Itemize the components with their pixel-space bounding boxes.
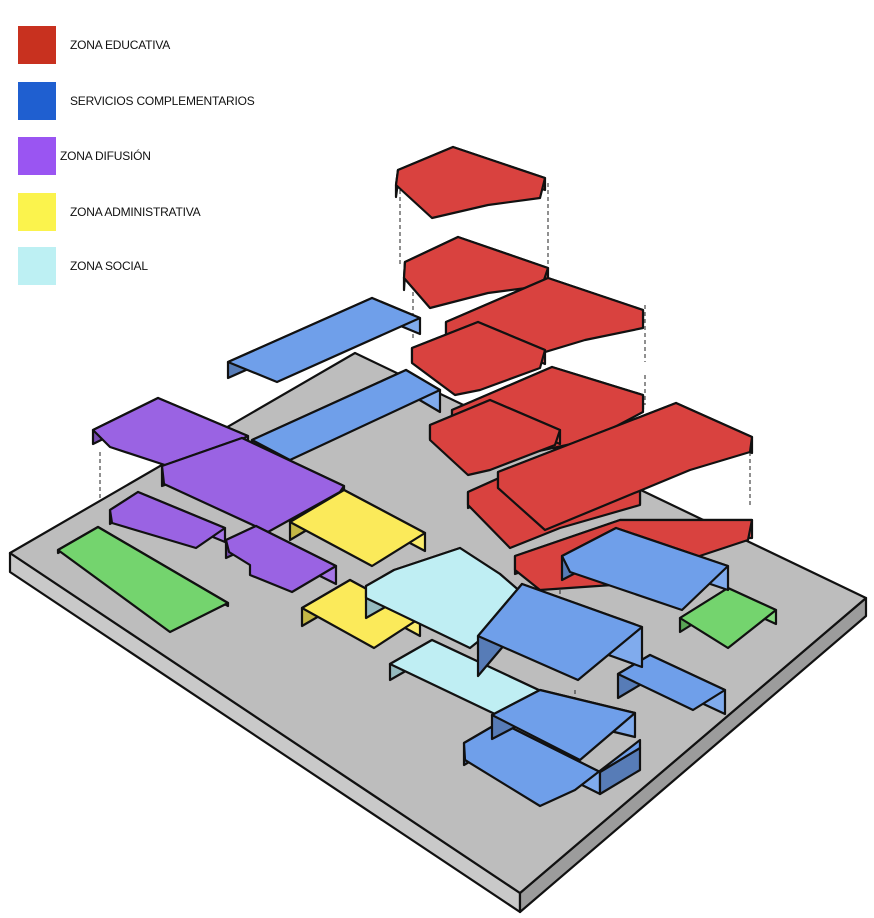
block-top — [288, 488, 427, 568]
legend-label: ZONA ADMINISTRATIVA — [70, 205, 201, 219]
servicios-block-mid — [250, 368, 442, 464]
servicios-block-upper-left — [226, 296, 422, 384]
green-zone-left — [56, 525, 230, 634]
legend-item-zona-educativa: ZONA EDUCATIVA — [18, 26, 338, 66]
educativa-level-2 — [402, 235, 550, 310]
block-top — [56, 525, 230, 634]
legend-swatch — [18, 82, 56, 120]
legend-item-zona-difusion: ZONA DIFUSIÓN — [18, 137, 338, 177]
educativa-level-3 — [410, 320, 547, 397]
block-top — [250, 368, 442, 462]
legend-item-zona-social: ZONA SOCIAL — [18, 247, 338, 287]
servicios-block-right-upper — [560, 526, 730, 612]
block-top — [394, 145, 547, 220]
block-top — [678, 586, 778, 650]
legend-swatch — [18, 247, 56, 285]
block-top — [226, 296, 422, 384]
block-top — [402, 235, 550, 310]
block-top — [496, 401, 754, 532]
block-top — [410, 320, 547, 397]
legend-swatch — [18, 193, 56, 231]
block-top — [490, 688, 637, 762]
block-top — [476, 582, 644, 682]
legend-item-zona-administrativa: ZONA ADMINISTRATIVA — [18, 193, 338, 233]
block-top — [224, 524, 338, 594]
educativa-level-5b — [496, 401, 754, 532]
servicios-block-front-mid — [490, 688, 637, 762]
legend-label: ZONA DIFUSIÓN — [60, 149, 151, 163]
green-zone-right — [678, 586, 778, 650]
servicios-block-front-top — [476, 582, 644, 682]
educativa-level-top — [394, 145, 547, 220]
block-top — [108, 490, 227, 550]
legend-label: SERVICIOS COMPLEMENTARIOS — [70, 94, 255, 108]
legend-label: ZONA EDUCATIVA — [70, 38, 171, 52]
administrativa-block-upper — [288, 488, 427, 568]
block-top — [428, 398, 562, 477]
legend-swatch — [18, 26, 56, 64]
block-top — [560, 526, 730, 612]
difusion-block-main — [160, 436, 346, 534]
difusion-block-l-shape — [224, 524, 338, 594]
educativa-level-4 — [428, 398, 562, 477]
legend-label: ZONA SOCIAL — [70, 259, 148, 273]
block-top — [462, 720, 642, 808]
servicios-block-front-low — [462, 720, 642, 808]
legend-item-servicios-complementarios: SERVICIOS COMPLEMENTARIOS — [18, 82, 338, 122]
legend-swatch — [18, 137, 56, 175]
